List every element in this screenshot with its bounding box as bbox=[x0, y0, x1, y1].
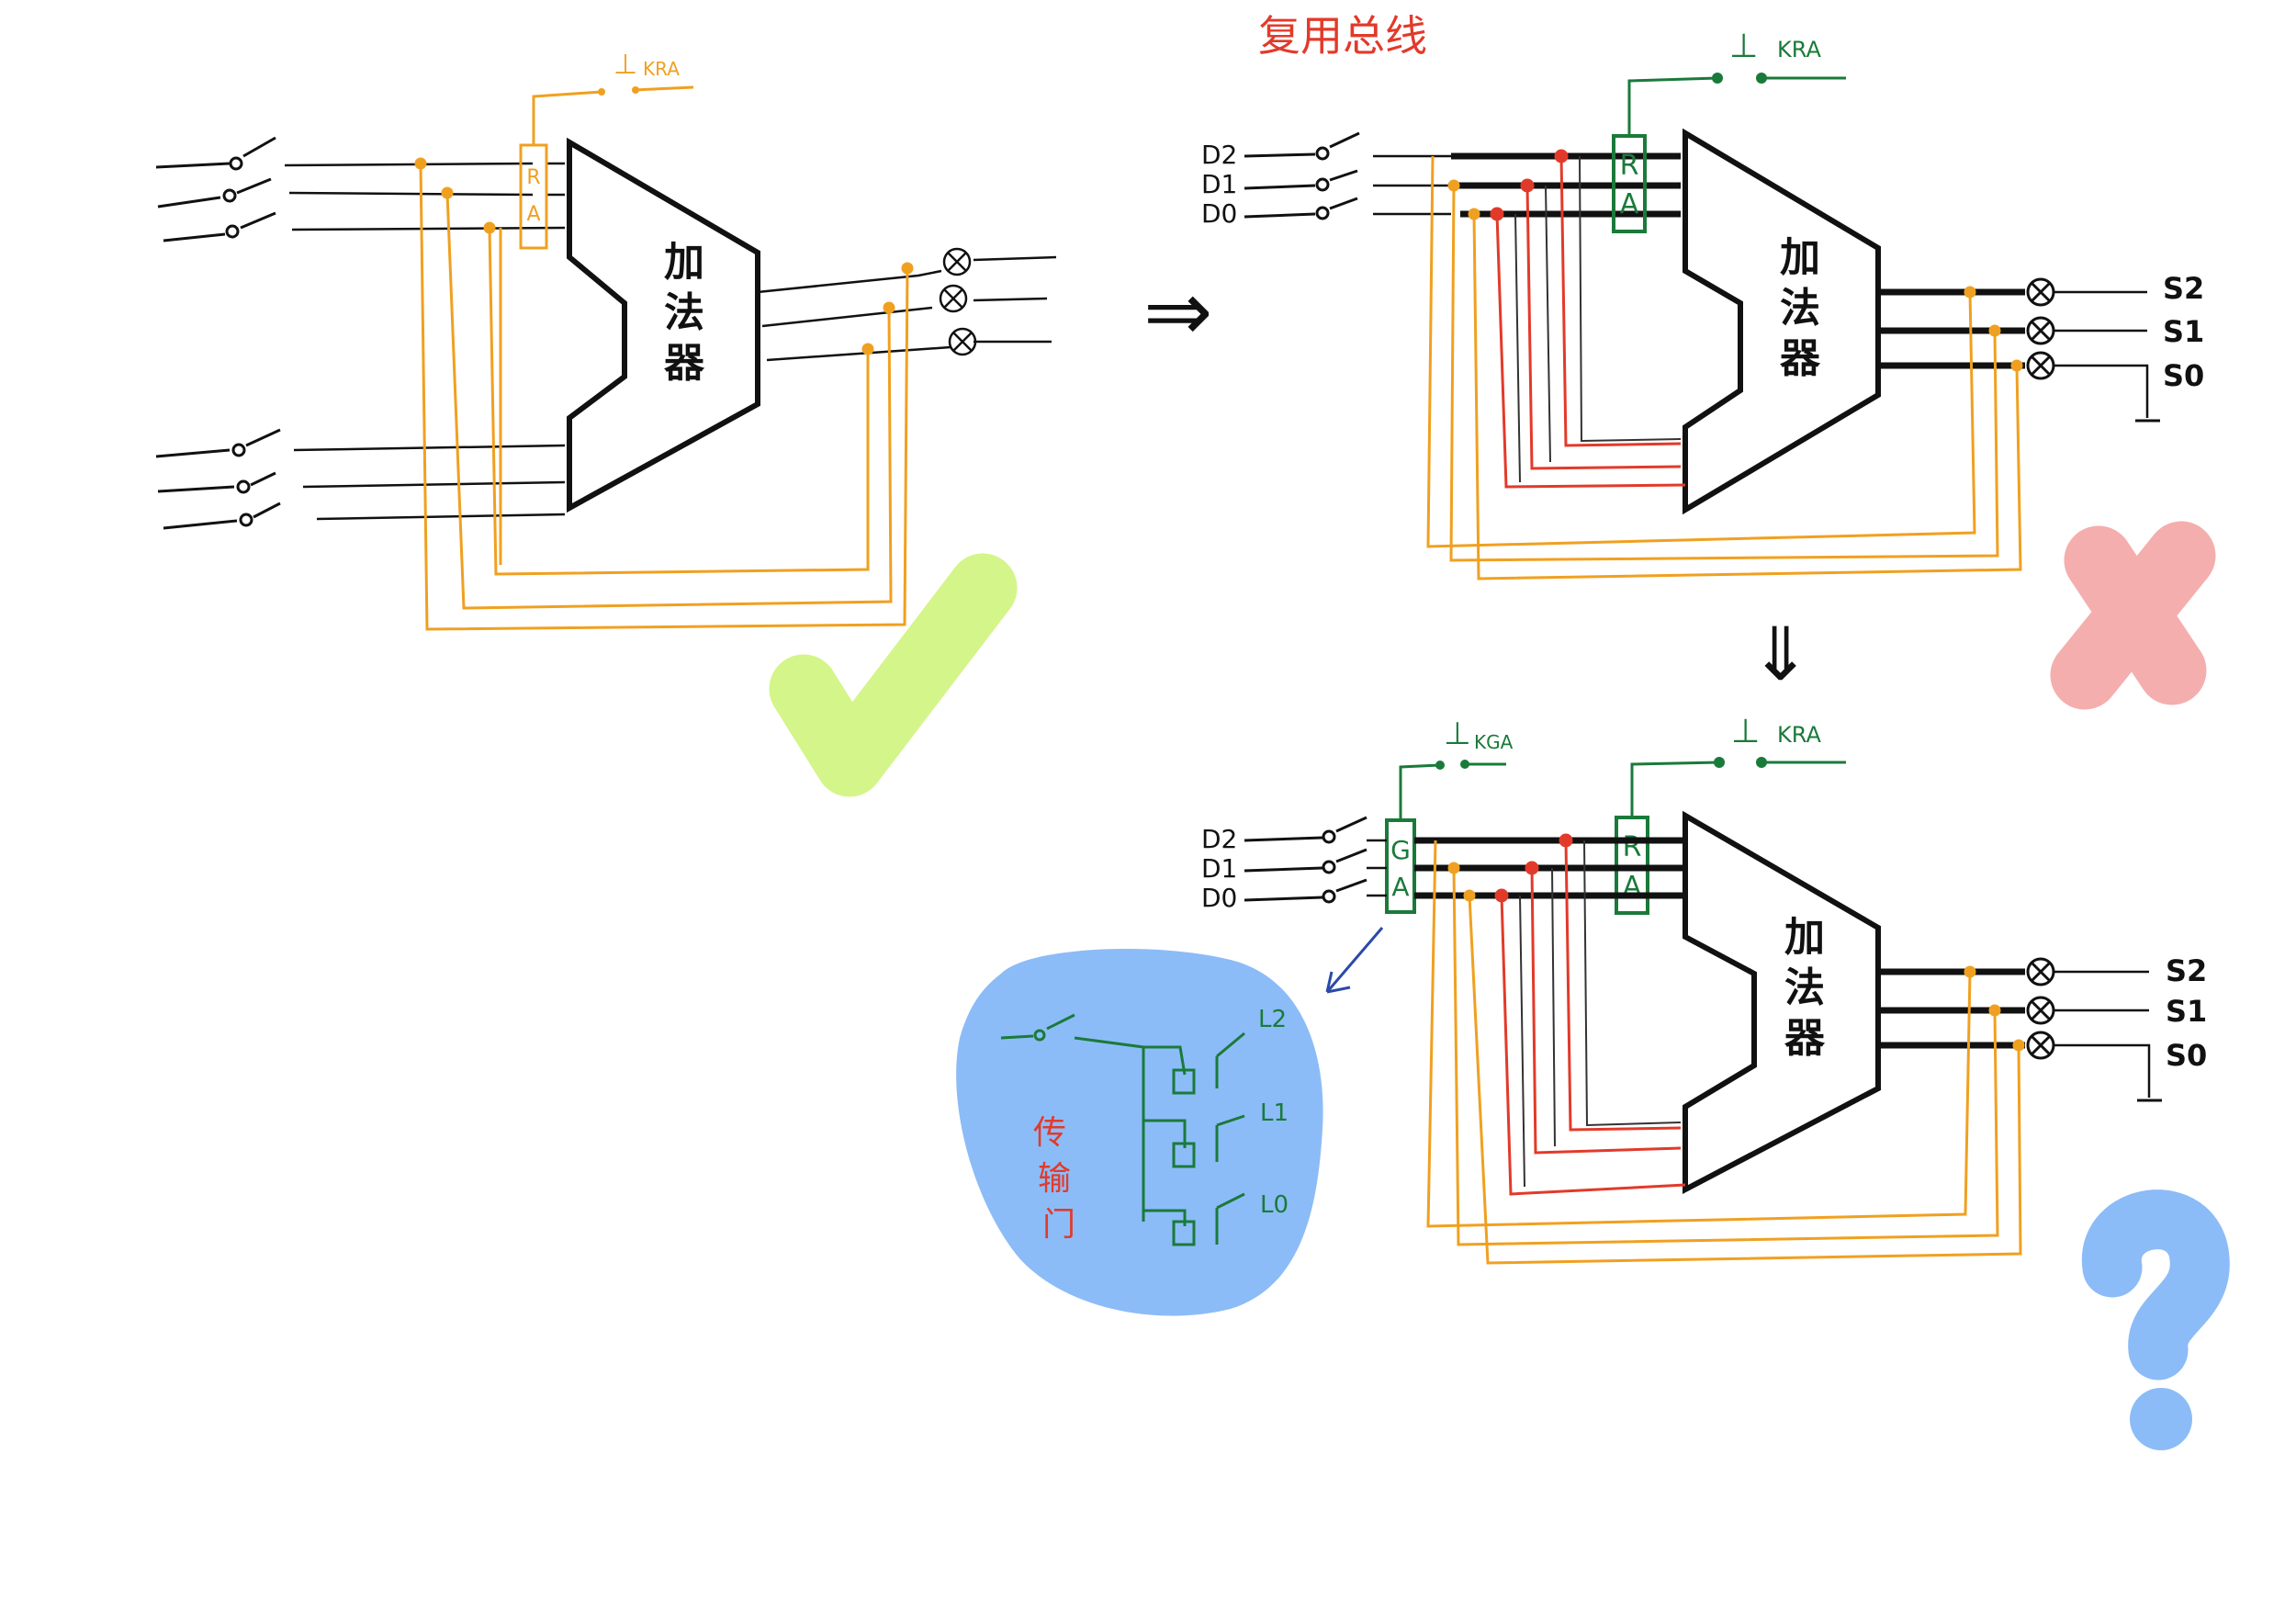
gate-output-l1: L1 bbox=[1260, 1099, 1289, 1127]
register-ra3-label-r: R bbox=[1623, 831, 1642, 863]
output3-s0: S0 bbox=[2166, 1038, 2207, 1073]
output-lines-1 bbox=[757, 247, 1057, 362]
input-d0: D0 bbox=[1201, 198, 1237, 229]
register-ga-label-g: G bbox=[1390, 835, 1411, 865]
shared-bus-title: 复用总线 bbox=[1258, 11, 1427, 61]
output-s0: S0 bbox=[2163, 358, 2204, 393]
ground-symbol: ⊥ bbox=[613, 49, 637, 81]
panel-shared-bus: 复用总线 D2 D1 D0 R A bbox=[1201, 11, 2216, 710]
inputs-2: D2 D1 D0 bbox=[1201, 131, 1360, 229]
transform-arrow-icon: ⇒ bbox=[1143, 264, 1212, 360]
adder-char-1: 加 bbox=[664, 239, 704, 286]
ground-symbol-ga: ⊥ bbox=[1444, 716, 1471, 752]
thin-lines-2 bbox=[1514, 155, 1682, 483]
gate-output-l2: L2 bbox=[1258, 1006, 1287, 1033]
bus-lines-b bbox=[293, 444, 566, 521]
register-ra-label-r: R bbox=[526, 166, 540, 189]
register-ga-label-a: A bbox=[1391, 872, 1409, 902]
kra-label-2: KRA bbox=[1777, 37, 1821, 62]
adder2-char-3: 器 bbox=[1780, 335, 1821, 382]
input-d2: D2 bbox=[1201, 140, 1237, 170]
adder-char-2: 法 bbox=[664, 289, 704, 336]
output3-s2: S2 bbox=[2166, 953, 2207, 988]
pointer-arrow-icon bbox=[1325, 927, 1384, 994]
register-ra2-label-a: A bbox=[1620, 188, 1639, 220]
input3-d0: D0 bbox=[1201, 883, 1237, 913]
adder3-char-2: 法 bbox=[1784, 964, 1825, 1011]
red-lines-3 bbox=[1494, 833, 1686, 1196]
bus-lines-a bbox=[284, 162, 566, 231]
panel-transfer-gate: D2 D1 D0 G A ⊥ KGA R A bbox=[956, 713, 2230, 1450]
transfer-gate-char-2: 输 bbox=[1038, 1160, 1071, 1198]
kga-label: KGA bbox=[1474, 731, 1514, 753]
inputs-3: D2 D1 D0 bbox=[1201, 816, 1367, 913]
kra-label-3: KRA bbox=[1777, 722, 1821, 748]
adder2-char-1: 加 bbox=[1780, 234, 1820, 281]
checkmark-icon bbox=[769, 553, 1018, 797]
adder-2: 加 法 器 bbox=[1683, 128, 1881, 515]
feedback-lines-2 bbox=[1426, 155, 2023, 580]
down-arrow-icon: ⇓ bbox=[1750, 612, 1811, 697]
outputs-2 bbox=[1878, 277, 2160, 423]
gate-output-l0: L0 bbox=[1260, 1191, 1289, 1219]
adder3-char-1: 加 bbox=[1784, 914, 1825, 961]
transfer-gate-char-1: 传 bbox=[1033, 1114, 1066, 1152]
thin-lines-3 bbox=[1519, 840, 1682, 1188]
panel-original-circuit: R A ⊥ KRA 加 法 器 bbox=[155, 49, 1057, 797]
register-ga: G A ⊥ KGA bbox=[1385, 716, 1514, 914]
adder-1: 加 法 器 bbox=[567, 137, 760, 513]
register-ra-label-a: A bbox=[526, 203, 540, 226]
cross-icon bbox=[2050, 521, 2216, 710]
register-ra2-label-r: R bbox=[1620, 150, 1639, 182]
adder3-char-3: 器 bbox=[1784, 1015, 1826, 1062]
kra-label: KRA bbox=[643, 58, 680, 80]
input-d1: D1 bbox=[1201, 169, 1237, 199]
input-switches-b bbox=[155, 428, 281, 530]
input3-d1: D1 bbox=[1201, 853, 1237, 884]
ground-symbol-2: ⊥ bbox=[1729, 28, 1758, 65]
adder2-char-2: 法 bbox=[1780, 285, 1820, 332]
adder-char-3: 器 bbox=[664, 340, 705, 387]
ground-symbol-3: ⊥ bbox=[1731, 713, 1760, 750]
red-lines-2 bbox=[1490, 149, 1686, 489]
question-mark-icon bbox=[2081, 1189, 2230, 1450]
register-ra-1: R A ⊥ KRA bbox=[519, 49, 694, 250]
output-s2: S2 bbox=[2163, 271, 2204, 306]
feedback-lines-3 bbox=[1426, 840, 2025, 1265]
register-ra-3: R A ⊥ KRA bbox=[1615, 713, 1846, 915]
input3-d2: D2 bbox=[1201, 824, 1237, 854]
transfer-gate-detail: L2 L1 L0 传 输 门 bbox=[956, 949, 1323, 1316]
transfer-gate-char-3: 门 bbox=[1042, 1206, 1075, 1244]
register-ra-2: R A ⊥ KRA bbox=[1612, 28, 1846, 233]
output-s1: S1 bbox=[2163, 314, 2204, 349]
adder-3: 加 法 器 bbox=[1683, 810, 1881, 1194]
input-switches-a bbox=[155, 136, 276, 242]
feedback-lines-1 bbox=[414, 157, 914, 631]
output3-s1: S1 bbox=[2166, 994, 2207, 1029]
